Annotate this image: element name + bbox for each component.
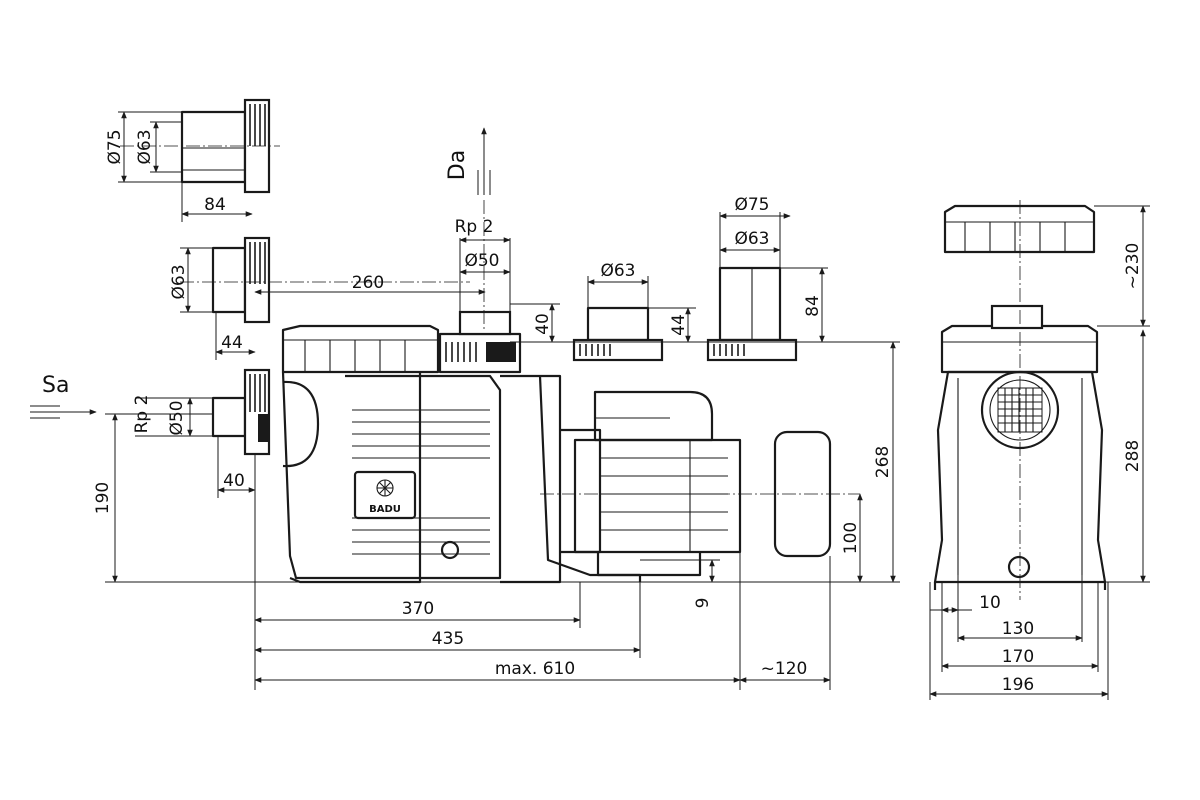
thread-ribs-2 [249, 242, 266, 284]
fitting-d63-adapter [180, 236, 470, 324]
d63-mid-label: Ø63 [169, 264, 189, 299]
dim-suction: Rp 2 Ø50 40 [132, 395, 256, 498]
dim-heights-side: 268 100 9 [520, 341, 900, 609]
h190-label: 190 [93, 482, 113, 514]
pump-housing: BADU [281, 310, 642, 584]
h40-top-label: 40 [533, 313, 553, 335]
pump-motor [540, 390, 860, 577]
suction-label: Sa [42, 373, 69, 398]
discharge-label: Da [445, 150, 470, 180]
dim-lengths: 370 435 max. 610 ~120 [254, 454, 831, 690]
dim-h190: 190 [93, 413, 213, 583]
fitting-d75-adapter [120, 98, 280, 194]
w10-label: 10 [979, 593, 1001, 613]
h288-label: 288 [1123, 440, 1143, 472]
h84-right-label: 84 [803, 295, 823, 317]
d75-top-label: Ø75 [105, 129, 125, 164]
w130-label: 130 [1002, 619, 1034, 639]
w196-label: 196 [1002, 675, 1034, 695]
brand-label: BADU [369, 504, 401, 515]
w84-top-label: 84 [204, 195, 226, 215]
d50-top-label: Ø50 [464, 251, 499, 271]
fitting-suction-union [211, 368, 271, 456]
brand-plate [353, 470, 417, 520]
l370-label: 370 [402, 599, 434, 619]
d63-top-label: Ø63 [135, 129, 155, 164]
dim-front-view: ~230 288 10 130 170 196 [929, 205, 1150, 700]
d50-left-label: Ø50 [167, 400, 187, 435]
h9-label: 9 [693, 598, 713, 609]
l610-label: max. 610 [495, 659, 575, 679]
dim-d63-mid: Ø63 44 260 [169, 247, 486, 360]
len260-label: 260 [352, 273, 384, 293]
l435-label: 435 [432, 629, 464, 649]
dim-d75-top: Ø75 Ø63 84 [105, 111, 253, 222]
dim-discharge-top: Rp 2 Ø50 40 [455, 217, 560, 343]
h100-label: 100 [841, 522, 861, 554]
d63-right-label: Ø63 [734, 229, 769, 249]
w40-left-label: 40 [223, 471, 245, 491]
suction-arrow: Sa [30, 373, 97, 419]
brand-logo-icon [376, 479, 394, 497]
h230-label: ~230 [1123, 243, 1143, 290]
pump-front-view [933, 200, 1107, 600]
w170-label: 170 [1002, 647, 1034, 667]
fitting-d63-small: Ø63 44 [572, 261, 696, 362]
h268-label: 268 [873, 446, 893, 478]
l120-label: ~120 [761, 659, 808, 679]
discharge-arrow: Da [445, 127, 491, 330]
thread-ribs-1 [249, 104, 266, 146]
w44-mid-label: 44 [221, 333, 243, 353]
h44-small-label: 44 [669, 314, 689, 336]
d63-small-label: Ø63 [600, 261, 635, 281]
thread-ribs-3 [249, 374, 268, 442]
d75-right-label: Ø75 [734, 195, 769, 215]
rp2-top-label: Rp 2 [455, 217, 494, 237]
fitting-d75-right: Ø75 Ø63 84 [706, 195, 828, 362]
